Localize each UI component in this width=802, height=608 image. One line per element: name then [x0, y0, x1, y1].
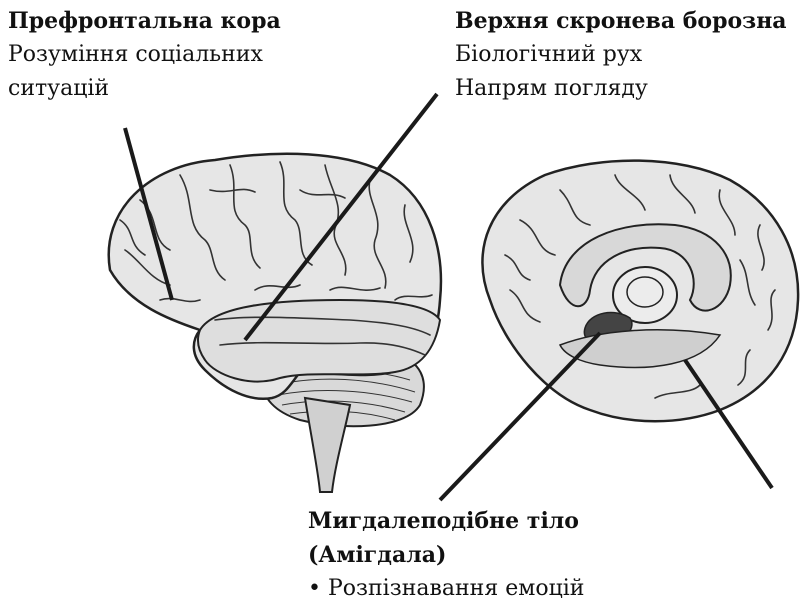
prefrontal-cortex-line-2: ситуацій [8, 72, 281, 106]
prefrontal-cortex-label: Префронтальна кора Розуміння соціальних … [8, 4, 281, 106]
medial-brain-view [482, 161, 798, 422]
pointer-amygdala [440, 333, 600, 500]
prefrontal-cortex-line-1: Розуміння соціальних [8, 38, 281, 72]
amygdala-label: Мигдалеподібне тіло (Амігдала) • Розпізн… [308, 504, 584, 606]
temporal-lobe [198, 300, 440, 382]
amygdala-line-1: • Розпізнавання емоцій [308, 572, 584, 606]
prefrontal-cortex-title: Префронтальна кора [8, 4, 281, 38]
amygdala-title-1: Мигдалеподібне тіло [308, 504, 584, 538]
brainstem [305, 398, 350, 492]
sts-title: Верхня скронева борозна [455, 4, 787, 38]
sts-line-1: Біологічний рух [455, 38, 787, 72]
amygdala-title-2: (Амігдала) [308, 538, 584, 572]
lateral-brain-view [109, 154, 441, 492]
sts-label: Верхня скронева борозна Біологічний рух … [455, 4, 787, 106]
sts-line-2: Напрям погляду [455, 72, 787, 106]
